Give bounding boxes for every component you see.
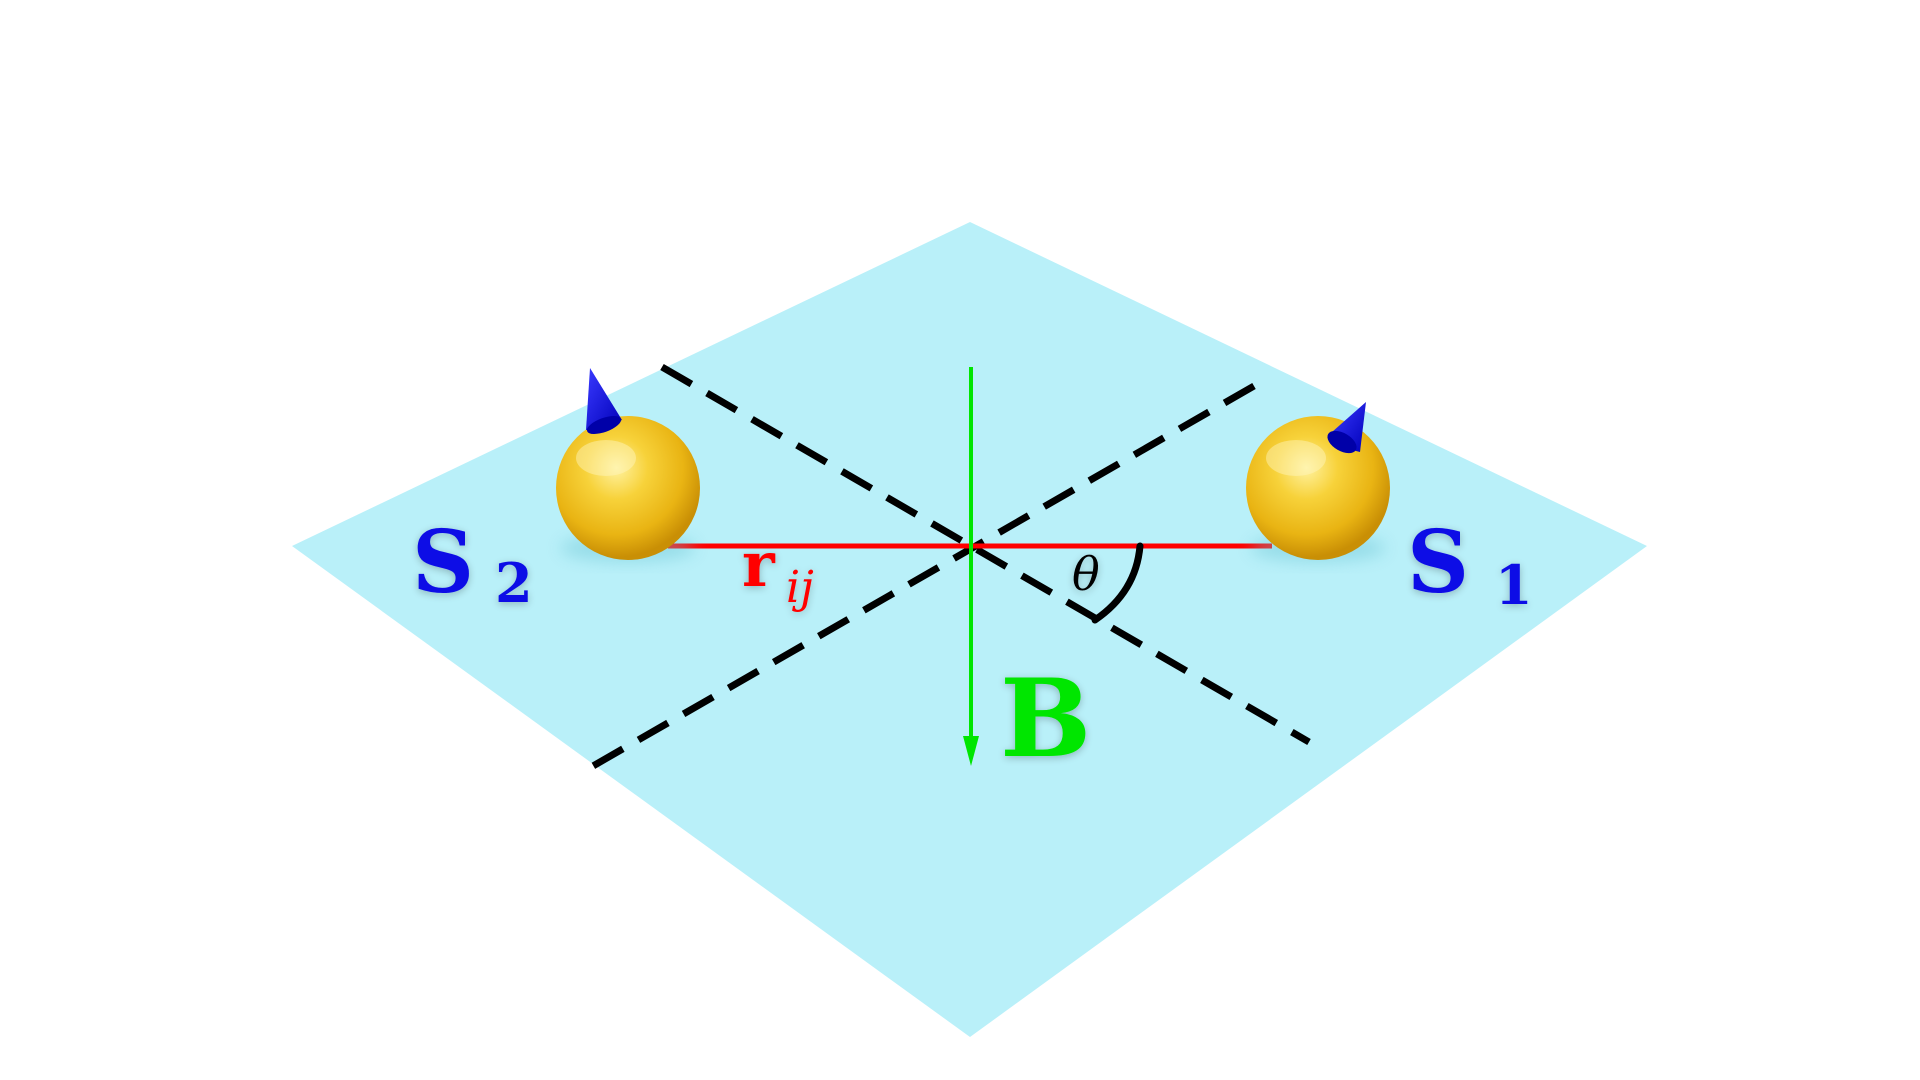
spin-label-s1-main: S (1407, 512, 1469, 613)
blue-cone-icon (586, 368, 622, 430)
dashed-axis-diagonal-1 (660, 363, 1311, 746)
gold-sphere-icon (1246, 416, 1390, 560)
angle-arc (1091, 542, 1144, 624)
field-label: B (1000, 656, 1091, 782)
separation-label-sub: ij (786, 562, 814, 613)
field-arrowhead (963, 736, 979, 766)
spin-label-s2-sub: 2 (495, 551, 533, 615)
spin-label-s2-main: S (412, 512, 474, 613)
spin-site-s1 (1246, 402, 1390, 560)
separation-label-main: r (742, 528, 776, 601)
spin-site-s2 (556, 368, 700, 560)
dashed-axis-diagonal-2 (591, 382, 1256, 770)
angle-label: θ (1072, 547, 1100, 601)
spin-label-s1-sub: 1 (1495, 553, 1533, 617)
gold-sphere-icon (556, 416, 700, 560)
